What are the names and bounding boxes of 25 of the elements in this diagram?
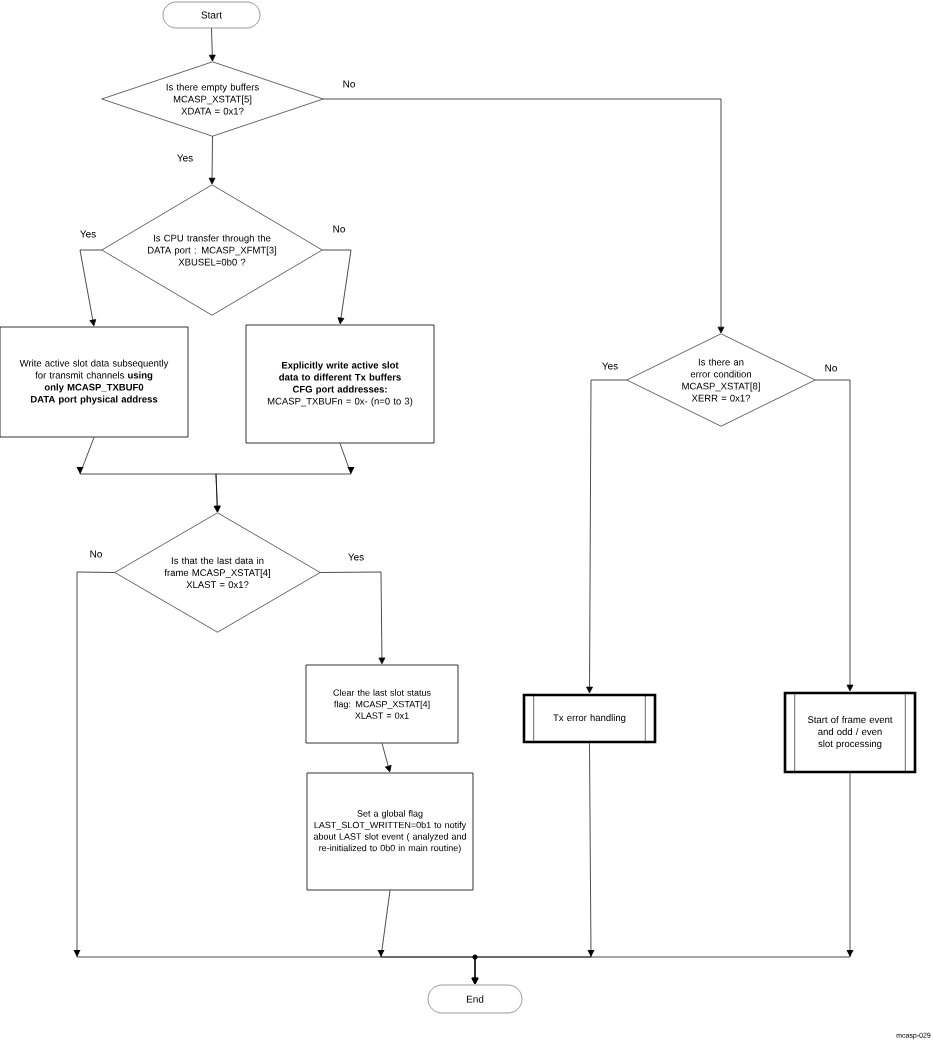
arrow — [471, 772, 854, 985]
arrow — [586, 379, 628, 694]
process-box: Clear the last slot status flag: MCASP_XSTAT[4] XLAST = 0x1 — [305, 664, 459, 744]
arrow — [79, 249, 103, 327]
predefined-process-box: Start of frame event and odd / even slot processing — [783, 691, 917, 774]
predefined-process-box: Tx error handling — [522, 693, 657, 744]
process-box: Write active slot data subsequently for transmit channels using only MCASP_TXBUF0 DATA port physical address — [0, 326, 189, 438]
edge-label: No — [823, 363, 839, 373]
edge-label: Yes — [78, 229, 98, 239]
arrow — [213, 443, 355, 513]
arrow — [381, 743, 392, 773]
process-box: Explicitly write active slot data to different Tx buffers CFG port addresses: MCASP_TXBUFn = 0x- (n=0 to 3) — [245, 324, 435, 444]
arrow — [208, 27, 216, 62]
arrow — [319, 571, 386, 665]
edge-label: Yes — [346, 552, 366, 562]
arrow — [814, 379, 854, 692]
arrow — [321, 249, 352, 325]
edge-label: No — [331, 224, 347, 234]
arrow — [208, 135, 216, 185]
edge-label: Yes — [600, 361, 620, 371]
arrow — [322, 98, 725, 334]
edge-label: No — [88, 549, 104, 559]
edge-label: No — [341, 79, 357, 89]
edge-label: Yes — [175, 153, 195, 163]
process-box: Set a global flag LAST_SLOT_WRITTEN=0b1 to notify about LAST slot event ( analyzed and re-initialized to 0b0 in main routine) — [306, 772, 474, 891]
